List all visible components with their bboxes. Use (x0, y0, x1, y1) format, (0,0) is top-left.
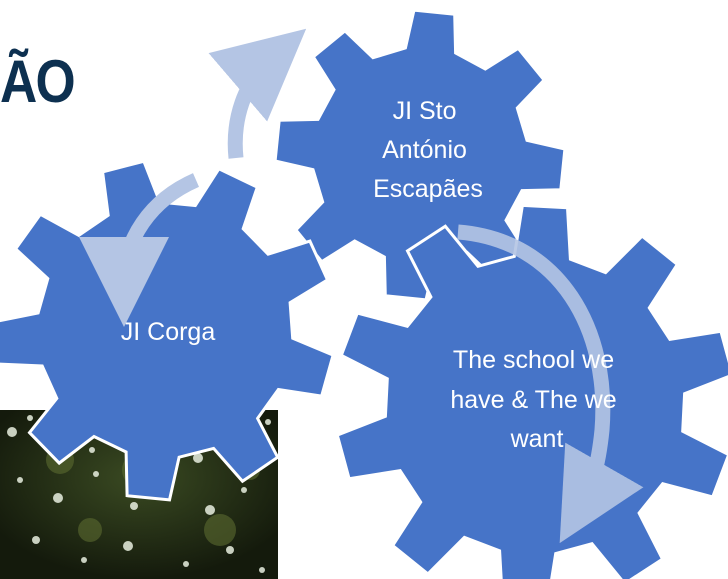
cycle-arrow-corga-to-escapaes (208, 28, 307, 159)
cycle-arrow-escapaes-to-corga (79, 173, 200, 327)
gear-label-escapaes: JI Sto António Escapães (373, 97, 483, 203)
slide-title-fragment: ÃO (0, 48, 76, 115)
gear-label-corga: JI Corga (121, 318, 216, 346)
gear-label-school: The school we have & The we want (450, 346, 623, 453)
cycle-arrow-escapaes-to-school (457, 224, 644, 544)
